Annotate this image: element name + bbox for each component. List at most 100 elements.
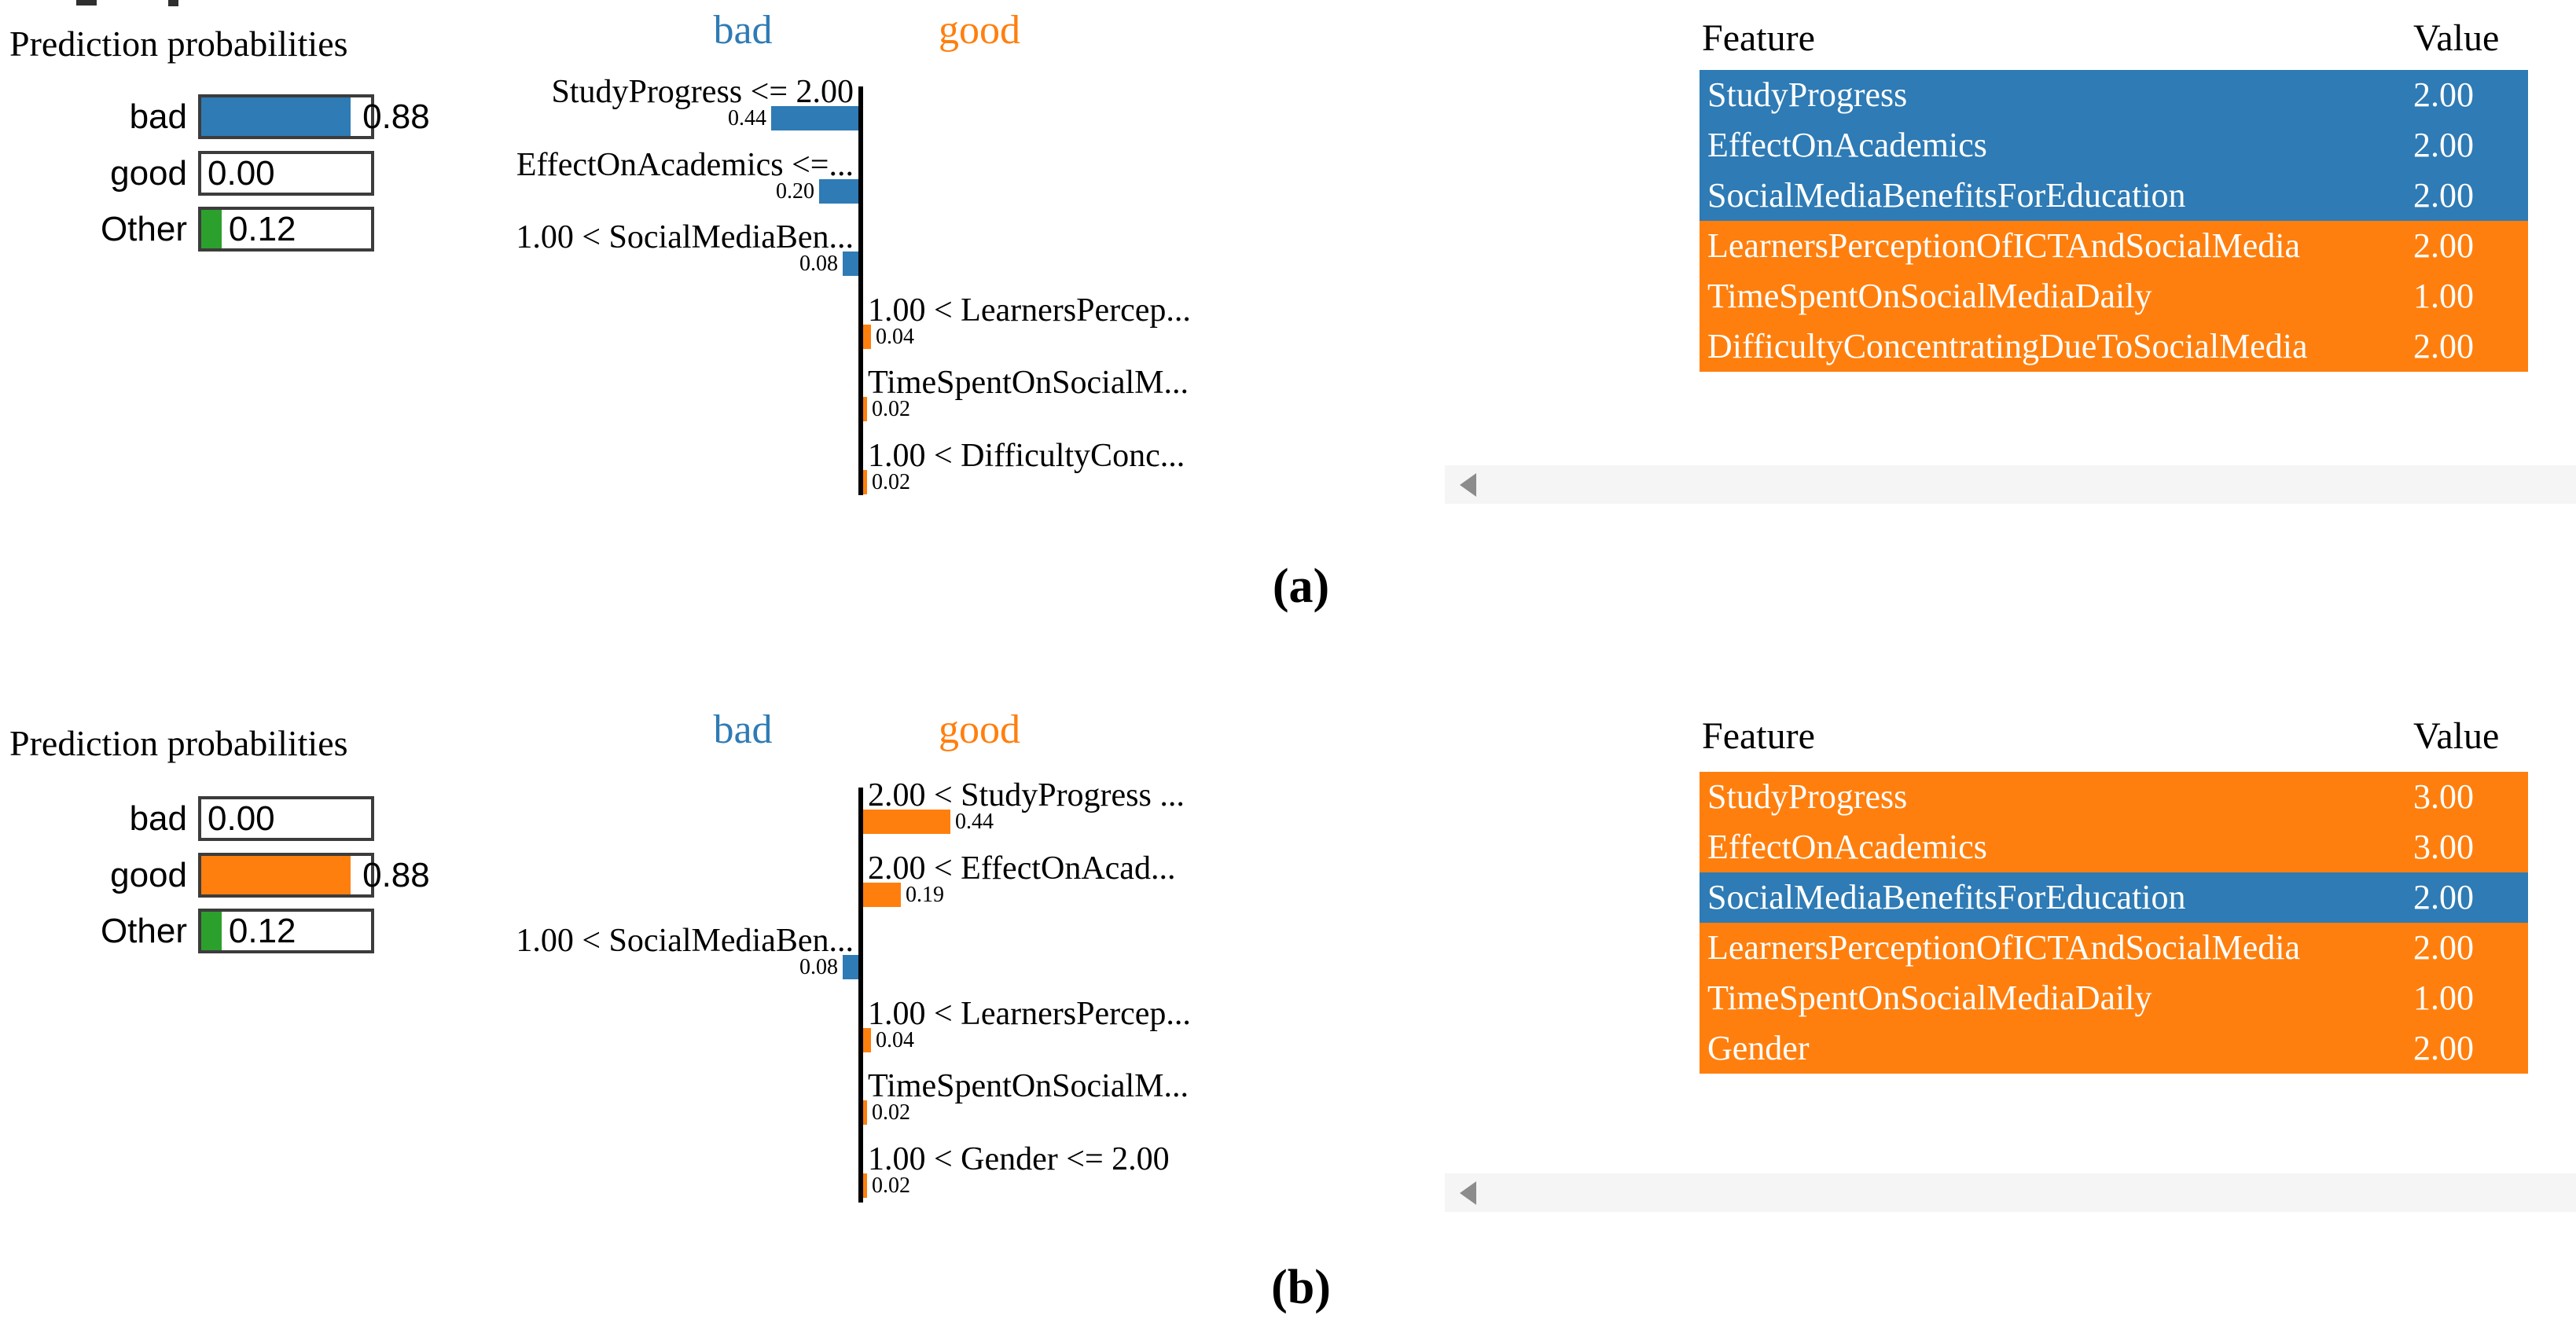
contribution-axis-line: [858, 86, 863, 495]
table-cell-value: 1.00: [2413, 979, 2474, 1017]
table-cell-feature: SocialMediaBenefitsForEducation: [1707, 878, 2186, 916]
table-cell-feature: EffectOnAcademics: [1707, 828, 1987, 866]
contribution-value: 0.08: [799, 252, 838, 276]
contribution-value: 0.02: [872, 469, 910, 494]
contribution-bar: [771, 106, 858, 130]
table-row: LearnersPerceptionOfICTAndSocialMedia 2.0…: [1700, 221, 2528, 271]
table-header-feature: Feature: [1702, 715, 1815, 757]
prediction-probabilities-title: Prediction probabilities: [9, 723, 348, 763]
probability-bar-box: [198, 796, 374, 841]
table-cell-value: 2.00: [2413, 176, 2474, 215]
table-header-feature: Feature: [1702, 17, 1815, 59]
class-header-good: good: [939, 8, 1020, 53]
prediction-probabilities-title: Prediction probabilities: [9, 24, 348, 64]
table-cell-feature: TimeSpentOnSocialMediaDaily: [1707, 277, 2152, 315]
contribution-label: TimeSpentOnSocialM...: [868, 1068, 1189, 1104]
contribution-axis-line: [858, 788, 863, 1203]
table-cell-value: 2.00: [2413, 1029, 2474, 1067]
table-row: TimeSpentOnSocialMediaDaily 1.00: [1700, 271, 2528, 321]
contribution-value: 0.08: [799, 955, 838, 979]
contribution-label: 2.00 < StudyProgress ...: [868, 777, 1185, 813]
contribution-label: 1.00 < DifficultyConc...: [868, 437, 1185, 474]
table-cell-value: 3.00: [2413, 828, 2474, 866]
crop-artifact-dash: [76, 0, 97, 6]
probability-row-label: bad: [129, 97, 187, 136]
table-cell-value: 2.00: [2413, 327, 2474, 365]
scroll-left-arrow-icon[interactable]: [1460, 1181, 1476, 1205]
contribution-label: 1.00 < Gender <= 2.00: [868, 1140, 1170, 1177]
table-cell-value: 2.00: [2413, 928, 2474, 967]
table-cell-feature: EffectOnAcademics: [1707, 126, 1987, 164]
table-cell-feature: TimeSpentOnSocialMediaDaily: [1707, 979, 2152, 1017]
probability-value: 0.12: [228, 210, 296, 248]
probability-bar-box: [198, 909, 374, 953]
probability-row-label: Other: [100, 912, 187, 950]
contribution-value: 0.02: [872, 1173, 910, 1198]
probability-bar-box: [198, 207, 374, 252]
contribution-bar: [863, 1173, 867, 1198]
table-cell-value: 1.00: [2413, 277, 2474, 315]
probability-row-label: bad: [129, 799, 187, 838]
table-header-value: Value: [2413, 715, 2500, 757]
horizontal-scrollbar[interactable]: [1445, 465, 2576, 504]
probability-bar-fill: [201, 855, 351, 894]
table-cell-feature: SocialMediaBenefitsForEducation: [1707, 176, 2186, 215]
contribution-label: 2.00 < EffectOnAcad...: [868, 850, 1176, 887]
probability-row-label: good: [110, 855, 187, 894]
probability-value: 0.88: [362, 855, 430, 894]
probability-row-label: good: [110, 153, 187, 193]
contribution-bar: [863, 1027, 871, 1052]
horizontal-scrollbar[interactable]: [1445, 1173, 2576, 1212]
panel-caption: (a): [1272, 560, 1330, 613]
crop-artifact-dot: [168, 0, 178, 6]
table-row: EffectOnAcademics 2.00: [1700, 120, 2528, 171]
contribution-label: TimeSpentOnSocialM...: [868, 365, 1189, 401]
table-row: StudyProgress 3.00: [1700, 772, 2528, 822]
table-cell-value: 2.00: [2413, 126, 2474, 164]
class-header-bad: bad: [713, 707, 773, 752]
scroll-left-arrow-icon[interactable]: [1460, 472, 1476, 497]
contribution-label: 1.00 < SocialMediaBen...: [516, 923, 854, 959]
table-cell-feature: StudyProgress: [1707, 777, 1908, 816]
table-cell-feature: LearnersPerceptionOfICTAndSocialMedia: [1707, 928, 2300, 967]
table-row: LearnersPerceptionOfICTAndSocialMedia 2.0…: [1700, 923, 2528, 973]
table-row: EffectOnAcademics 3.00: [1700, 822, 2528, 872]
contribution-label: EffectOnAcademics <=...: [516, 146, 854, 183]
contribution-bar: [863, 1100, 867, 1125]
contribution-label: 1.00 < LearnersPercep...: [868, 995, 1191, 1032]
contribution-bar: [819, 178, 858, 204]
contribution-label: StudyProgress <= 2.00: [551, 74, 854, 110]
table-cell-value: 2.00: [2413, 226, 2474, 265]
contribution-value: 0.02: [872, 1100, 910, 1125]
contribution-value: 0.20: [776, 178, 814, 204]
probability-value: 0.00: [208, 153, 275, 193]
panel-caption: (b): [1271, 1261, 1331, 1314]
probability-bar-fill: [201, 912, 222, 950]
table-row: SocialMediaBenefitsForEducation 2.00: [1700, 171, 2528, 221]
contribution-label: 1.00 < LearnersPercep...: [868, 292, 1191, 329]
table-row: DifficultyConcentratingDueToSocialMedia 2…: [1700, 321, 2528, 372]
table-cell-value: 3.00: [2413, 777, 2474, 816]
probability-value: 0.12: [228, 912, 296, 950]
class-header-bad: bad: [713, 8, 773, 53]
table-header-value: Value: [2413, 17, 2500, 59]
table-cell-feature: StudyProgress: [1707, 75, 1908, 114]
class-header-good: good: [939, 707, 1020, 752]
contribution-bar: [863, 324, 871, 349]
probability-value: 0.00: [208, 799, 275, 838]
contribution-value: 0.02: [872, 397, 910, 421]
contribution-value: 0.19: [906, 882, 944, 907]
contribution-bar: [863, 810, 950, 834]
table-cell-feature: DifficultyConcentratingDueToSocialMedia: [1707, 327, 2308, 365]
probability-bar-fill: [201, 97, 351, 136]
contribution-value: 0.04: [876, 1027, 914, 1052]
probability-bar-fill: [201, 210, 222, 248]
contribution-value: 0.44: [728, 106, 766, 130]
contribution-value: 0.44: [955, 810, 994, 834]
table-cell-feature: LearnersPerceptionOfICTAndSocialMedia: [1707, 226, 2300, 265]
contribution-bar: [863, 397, 867, 421]
